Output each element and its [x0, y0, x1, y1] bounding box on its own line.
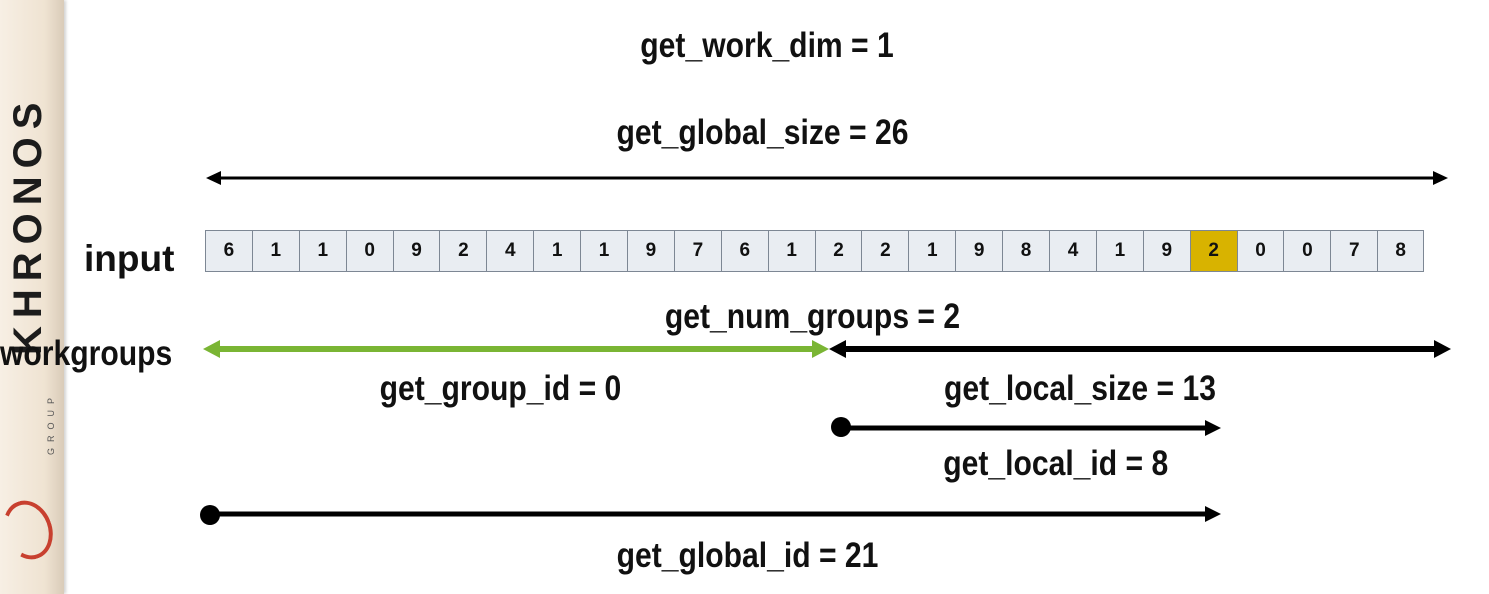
- khronos-logo-sidebar: KHRONOS GROUP: [0, 0, 64, 594]
- input-cell: 7: [1330, 230, 1378, 272]
- input-cell: 6: [205, 230, 252, 272]
- global-size-arrow: [206, 171, 1448, 185]
- num-groups-label: get_num_groups = 2: [664, 297, 961, 336]
- group-id-label: get_group_id = 0: [379, 369, 622, 408]
- input-cell: 2: [861, 230, 909, 272]
- input-cell: 9: [392, 230, 440, 272]
- workgroups-label: workgroups: [0, 334, 173, 373]
- input-cell: 1: [767, 230, 815, 272]
- global-size-label: get_global_size = 26: [616, 113, 909, 152]
- global-id-label: get_global_id = 21: [616, 536, 879, 575]
- input-cell: 0: [345, 230, 393, 272]
- input-cell: 6: [720, 230, 768, 272]
- work-dim-label: get_work_dim = 1: [640, 26, 894, 65]
- input-cell: 4: [1049, 230, 1096, 272]
- local-id-arrow: [831, 417, 1221, 437]
- input-cell-highlighted: 2: [1189, 230, 1237, 272]
- input-cell: 8: [1002, 230, 1050, 272]
- local-size-label: get_local_size = 13: [944, 369, 1216, 408]
- input-cell: 1: [1095, 230, 1143, 272]
- input-cell: 9: [1142, 230, 1190, 272]
- input-label: input: [84, 238, 175, 279]
- input-cell: 0: [1283, 230, 1331, 272]
- input-cell: 1: [251, 230, 299, 272]
- input-cell: 9: [627, 230, 674, 272]
- input-cell: 1: [908, 230, 956, 272]
- input-cell: 1: [580, 230, 628, 272]
- global-id-arrow: [200, 505, 1221, 525]
- input-cell: 2: [439, 230, 487, 272]
- input-cell: 2: [814, 230, 862, 272]
- input-cell: 4: [486, 230, 534, 272]
- input-cell: 1: [298, 230, 346, 272]
- input-cell: 8: [1377, 230, 1425, 272]
- local-id-label: get_local_id = 8: [943, 444, 1169, 483]
- workgroup-1-arrow: [829, 340, 1451, 358]
- input-cell: 9: [955, 230, 1003, 272]
- input-cell: 0: [1236, 230, 1284, 272]
- input-cell: 7: [673, 230, 721, 272]
- workgroup-0-arrow: [203, 340, 829, 358]
- input-cell: 1: [533, 230, 581, 272]
